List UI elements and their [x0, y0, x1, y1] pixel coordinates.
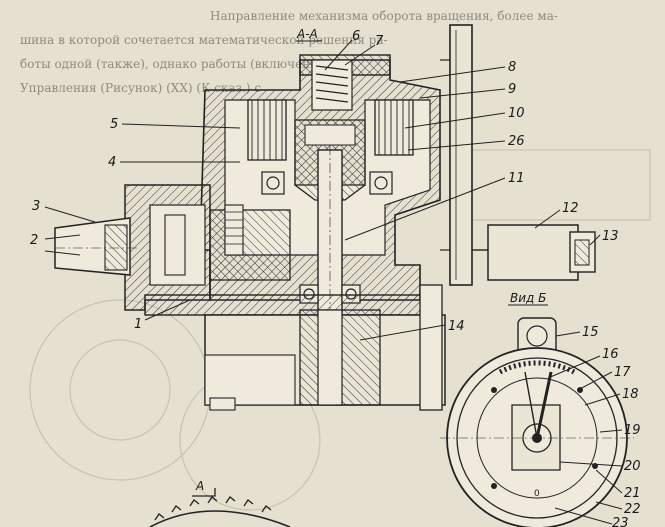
callout-12: 12: [562, 201, 579, 216]
view-b-label: Вид Б: [510, 291, 546, 305]
callout-20: 20: [624, 459, 641, 474]
side-cylinder: [472, 224, 596, 281]
callout-3: 3: [32, 199, 40, 214]
bg-text-line: шина в которой сочетается математической…: [20, 33, 388, 47]
callout-4: 4: [108, 155, 116, 170]
callout-16: 16: [602, 347, 619, 362]
mounting-plate: [440, 24, 473, 286]
callout-6: 6: [352, 29, 360, 44]
leader-lines: [44, 39, 623, 525]
callout-8: 8: [508, 60, 516, 75]
gear-fragment: А: [149, 479, 291, 527]
input-shaft: [54, 217, 140, 276]
callout-5: 5: [110, 117, 118, 132]
dial-view-b: Вид Б 0: [440, 291, 634, 527]
bg-text-line: Управления (Рисунок) (ХХ) (К сказ.) с: [20, 81, 261, 95]
section-title-aa: А-А: [296, 27, 318, 41]
callout-26: 26: [508, 134, 525, 149]
background-text: Направление механизма оборота вращения, …: [20, 9, 558, 95]
callout-23: 23: [612, 516, 629, 527]
left-gearbox: [124, 184, 291, 311]
callout-9: 9: [508, 82, 516, 97]
callouts: 2 3 1 4 5 6 7 8 9 10 26 11 12 13 14 15 1…: [30, 29, 641, 527]
dial-zero-label: 0: [534, 489, 540, 499]
callout-13: 13: [602, 229, 619, 244]
coil-left: [247, 99, 287, 161]
callout-19: 19: [624, 423, 641, 438]
callout-14: 14: [448, 319, 465, 334]
bg-text-line: боты одной (также), однако работы (включ…: [20, 57, 342, 71]
bg-text-line: Направление механизма оборота вращения, …: [210, 9, 558, 23]
callout-17: 17: [614, 365, 631, 380]
callout-7: 7: [375, 34, 384, 49]
callout-18: 18: [622, 387, 639, 402]
callout-10: 10: [508, 106, 525, 121]
callout-21: 21: [624, 486, 641, 501]
cut-a-label: А: [195, 479, 204, 493]
lower-base: [144, 284, 446, 411]
callout-2: 2: [30, 233, 38, 248]
callout-15: 15: [582, 325, 599, 340]
callout-22: 22: [624, 502, 641, 517]
callout-1: 1: [134, 317, 142, 332]
callout-11: 11: [508, 171, 525, 186]
